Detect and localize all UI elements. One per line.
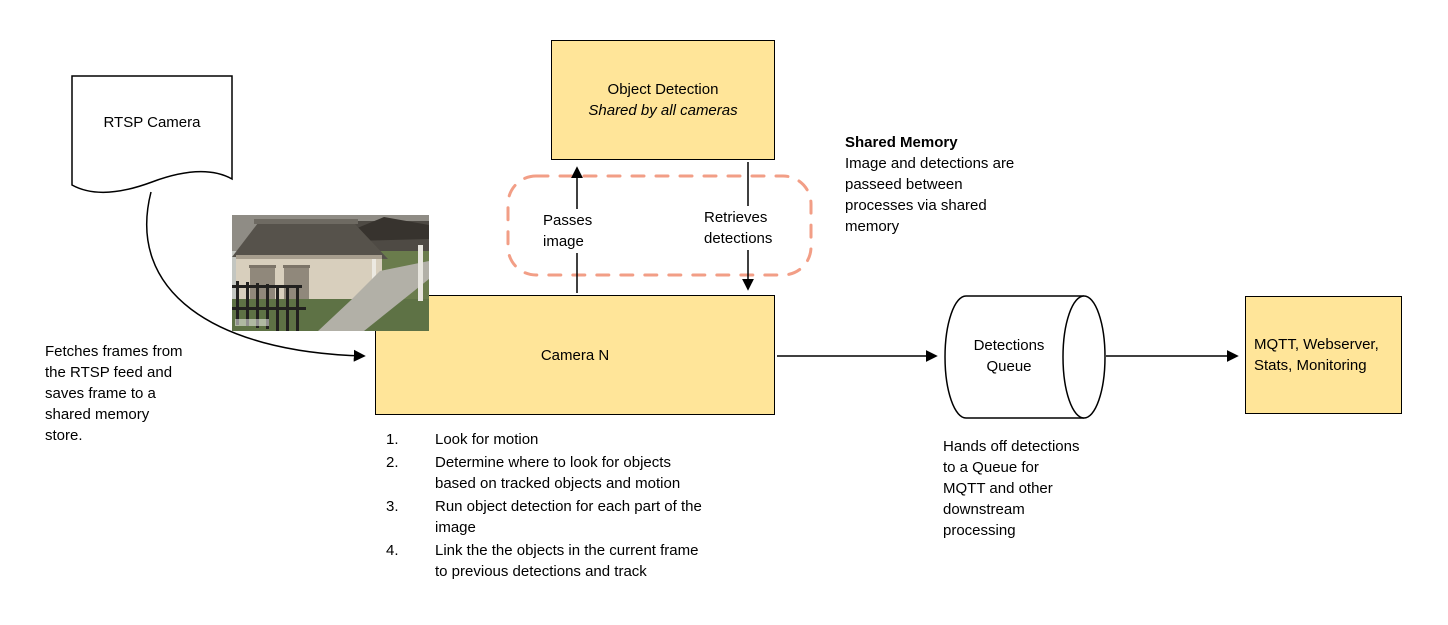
outputs-label: MQTT, Webserver, Stats, Monitoring bbox=[1254, 336, 1379, 374]
object-detection-title: Object Detection bbox=[607, 81, 719, 98]
step-number: 4. bbox=[386, 542, 399, 559]
retrieves-detections-label: Retrieves detections bbox=[702, 206, 775, 250]
shared-memory-boundary bbox=[506, 174, 813, 277]
rtsp-camera-label: RTSP Camera bbox=[103, 114, 201, 131]
object-detection-subtitle: Shared by all cameras bbox=[588, 102, 738, 119]
passes-image-label: Passes image bbox=[541, 209, 595, 253]
step-number: 2. bbox=[386, 454, 399, 471]
camera-n-label: Camera N bbox=[540, 346, 610, 364]
object-detection-node: Object Detection Shared by all cameras bbox=[551, 40, 775, 160]
fetch-note: Fetches frames from the RTSP feed and sa… bbox=[45, 343, 183, 444]
step-text: Run object detection for each part of th… bbox=[435, 498, 702, 536]
rtsp-camera-shape bbox=[71, 75, 233, 193]
step-text: Look for motion bbox=[435, 431, 539, 448]
step-text: Link the the objects in the current fram… bbox=[435, 542, 699, 580]
camera-n-node: Camera N bbox=[375, 295, 775, 415]
shared-memory-note-body: Image and detections are passeed between… bbox=[845, 155, 1015, 235]
step-number: 1. bbox=[386, 431, 399, 448]
camera-snapshot-image bbox=[232, 215, 429, 331]
step-number: 3. bbox=[386, 498, 399, 515]
outputs-node: MQTT, Webserver, Stats, Monitoring bbox=[1245, 296, 1402, 414]
shared-memory-note-title: Shared Memory bbox=[845, 134, 958, 151]
shared-memory-note: Shared Memory Image and detections are p… bbox=[845, 132, 1050, 237]
arrow-rtsp-to-camera bbox=[145, 191, 366, 362]
handoff-note: Hands off detections to a Queue for MQTT… bbox=[943, 438, 1080, 539]
camera-steps-list: 1. Look for motion 2. Determine where to… bbox=[386, 429, 788, 582]
step-text: Determine where to look for objects base… bbox=[435, 454, 681, 492]
detections-queue-label: Detections Queue bbox=[973, 337, 1045, 375]
detections-queue-shape bbox=[944, 295, 1106, 419]
camera-snapshot-art bbox=[232, 215, 429, 331]
